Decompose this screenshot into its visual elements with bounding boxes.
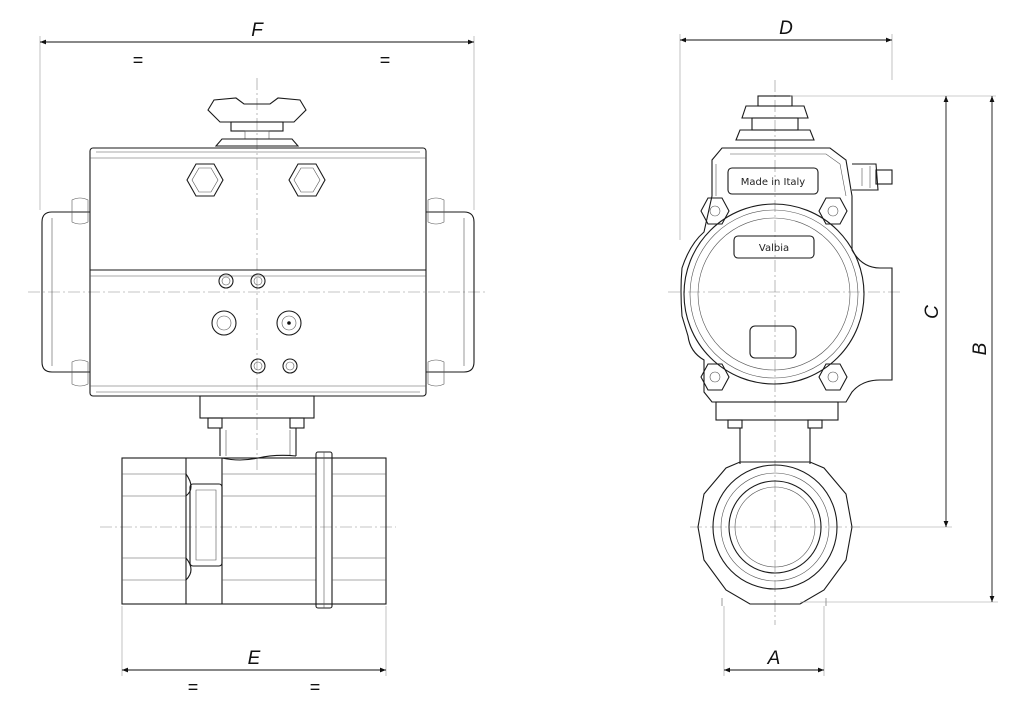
position-indicator — [207, 97, 307, 147]
side-indicator — [735, 95, 815, 141]
dimension-F: F = = — [39, 20, 475, 210]
dimension-A: A — [723, 606, 825, 676]
side-valve-body — [697, 461, 853, 606]
dimension-label-A: A — [767, 648, 781, 669]
dimension-C: C — [790, 95, 996, 528]
dimension-label-C: C — [922, 305, 943, 319]
front-view: F = = E = = — [28, 20, 488, 697]
equal-mark-bottom-right: = — [310, 677, 321, 697]
side-bracket — [715, 401, 839, 464]
dimension-E: E = = — [121, 606, 387, 697]
equal-mark-bottom-left: = — [188, 677, 199, 697]
pneumatic-actuator — [41, 147, 475, 397]
brand-emboss: Valbia — [759, 243, 789, 254]
dimension-label-F: F — [251, 20, 264, 41]
equal-mark-top-left: = — [133, 50, 144, 70]
equal-mark-top-right: = — [380, 50, 391, 70]
dimension-D: D — [679, 18, 893, 240]
ball-valve-body — [121, 451, 387, 609]
mounting-bracket — [199, 395, 315, 456]
dimension-B: B — [800, 96, 998, 603]
dimension-label-D: D — [779, 18, 793, 39]
dimension-label-B: B — [970, 342, 991, 355]
side-actuator-body: Made in Italy Valbia — [680, 147, 893, 403]
side-view: Made in Italy Valbia — [668, 18, 998, 676]
dimension-label-E: E — [248, 648, 261, 669]
made-in-italy-emboss: Made in Italy — [741, 177, 806, 188]
